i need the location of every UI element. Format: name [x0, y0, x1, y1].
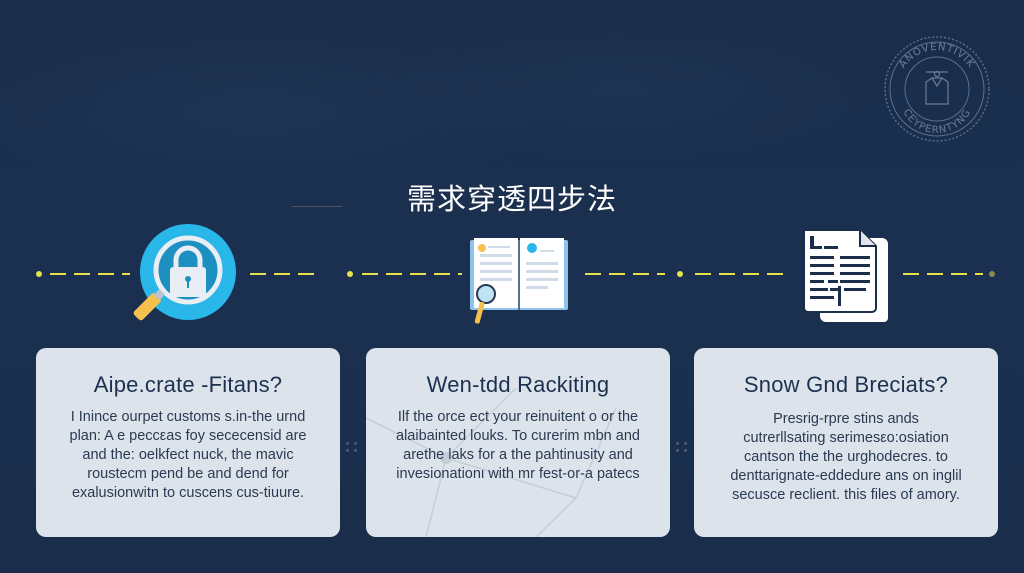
card-title: Snow Gnd Breciats?: [743, 372, 949, 397]
card-title: Wen-tdd Rackiting: [426, 372, 610, 397]
separator-dots: [676, 442, 690, 452]
timeline-dash: [903, 273, 983, 275]
card-line: roustecm pend be and dend for: [87, 466, 289, 482]
card-line: Presrig-rpre stins ands: [773, 411, 919, 427]
card-line: I Inince ourpet customs s.in-the urnd: [70, 409, 306, 425]
book-magnifier-icon: [470, 238, 568, 324]
step-card-1: Aipe.crate -Fitans? I Inince ourpet cust…: [36, 348, 340, 537]
page-title: 需求穿透四步法: [406, 182, 617, 216]
card-line: Ilf the orce ect your reinuitent o or th…: [397, 409, 639, 425]
timeline-dot: [347, 271, 353, 277]
timeline-dash: [362, 273, 462, 275]
card-line: invesionationι with mr fest-or-a patecs: [396, 466, 640, 482]
timeline-dash: [50, 273, 130, 275]
card-title: Aipe.crate -Fitans?: [93, 372, 283, 397]
step-card-3: Snow Gnd Breciats? Presrig-rpre stins an…: [694, 348, 998, 537]
card-line: denttarignate-eddedure ans on inglil: [730, 468, 962, 484]
network-lines-decoration: [366, 387, 617, 537]
card-line: exalusionwitn to cuscens cus-tiuure.: [71, 485, 305, 501]
timeline-connector: [0, 266, 1024, 282]
timeline-dash: [250, 273, 320, 275]
svg-text:CEYPERNTYNG: CEYPERNTYNG: [901, 107, 974, 136]
stamp-logo: ANOVENTIVIK CEYPERNTYNG: [884, 36, 990, 142]
card-line: cantson the the urghodecres. to: [744, 449, 948, 465]
step-card-2: Wen-tdd Rackiting Ilf the orce ect your …: [366, 348, 670, 537]
svg-text:ANOVENTIVIK: ANOVENTIVIK: [897, 42, 976, 70]
decorative-line: [292, 206, 342, 207]
document-icon: [803, 229, 888, 322]
card-line: and the: oelkfect nuck, the mavic: [82, 447, 294, 463]
card-line: alaibainted louks. To curerim mbn and: [396, 428, 640, 444]
shirt-emblem-icon: [925, 70, 949, 105]
lock-magnifier-icon: [133, 224, 236, 321]
card-line: cutrerllsating serimesεo:osiation: [743, 430, 949, 446]
timeline-dash: [695, 273, 785, 275]
card-line: arethe laks for a the pahtinusity and: [403, 447, 633, 463]
timeline-dot: [36, 271, 42, 277]
timeline-dot: [989, 271, 995, 277]
separator-dots: [346, 442, 360, 452]
timeline-dash: [585, 273, 665, 275]
card-body: I Inince ourpet customs s.in-the urnd pl…: [50, 408, 326, 503]
card-line: plan: A e peccεas foy sececensid are: [69, 428, 307, 444]
timeline-dot: [677, 271, 683, 277]
card-line: secusce reclient. this files of amory.: [732, 487, 960, 503]
card-body: Ilf the orce ect your reinuitent o or th…: [380, 408, 656, 484]
card-body: Presrig-rpre stins ands cutrerllsating s…: [708, 410, 984, 505]
